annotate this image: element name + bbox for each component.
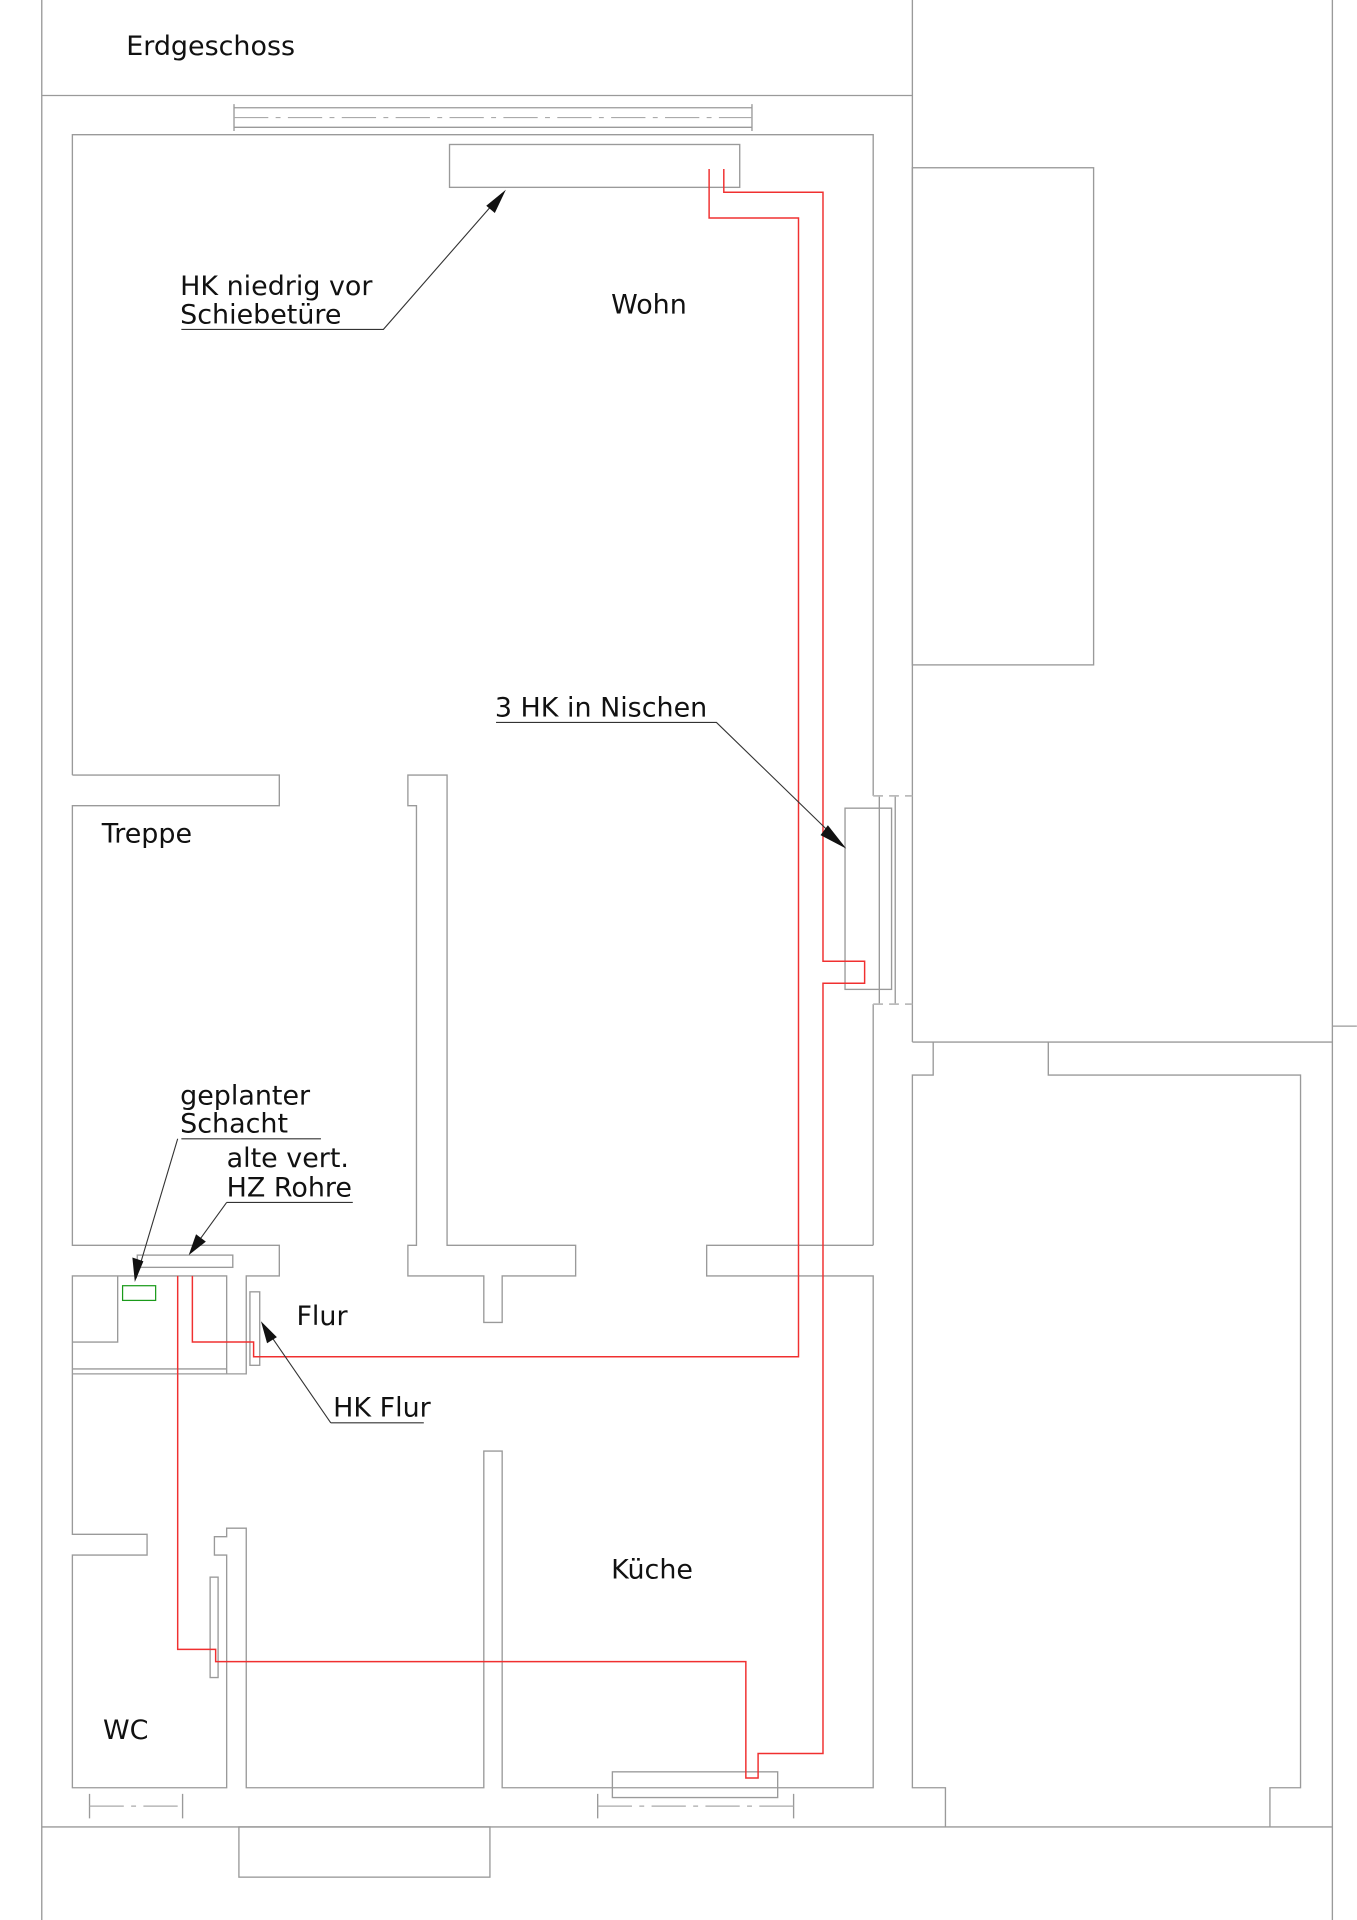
room-label-wohn: Wohn [611,289,687,320]
note-schacht-1: geplanter [180,1080,311,1111]
heating-pipes [176,168,866,1779]
note-hk-flur: HK Flur [333,1393,431,1424]
annotation-leaders [132,189,847,1424]
room-label-wc: WC [103,1715,148,1746]
planned-shaft-marker [121,1285,157,1302]
note-hk-nischen: 3 HK in Nischen [495,692,707,723]
drawing-title: Erdgeschoss [126,31,295,62]
room-label-treppe: Treppe [101,818,192,849]
room-label-kueche: Küche [611,1554,693,1585]
note-hk-schiebetuere-2: Schiebetüre [180,299,341,330]
note-schacht-2: Schacht [180,1109,288,1140]
note-alte-rohre-2: HZ Rohre [227,1172,352,1203]
room-label-flur: Flur [296,1301,348,1332]
note-hk-schiebetuere-1: HK niedrig vor [180,271,373,302]
walls [41,0,1357,1920]
note-alte-rohre-1: alte vert. [227,1143,349,1174]
